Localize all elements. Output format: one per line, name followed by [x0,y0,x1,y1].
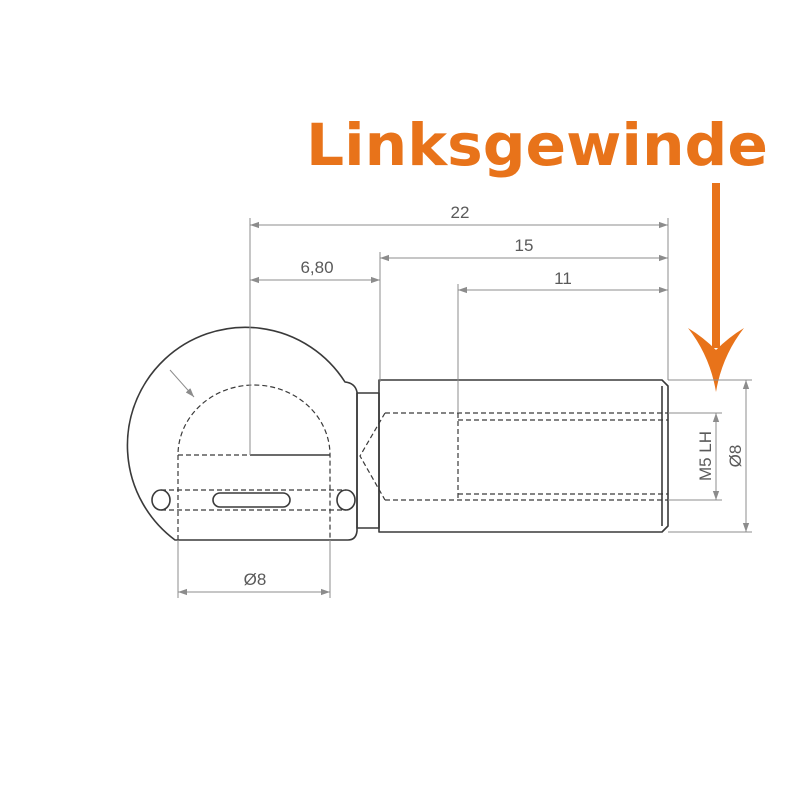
label-ball-diameter: Ø8 [244,570,267,589]
neck-ring [356,392,380,529]
label-head-offset: 6,80 [300,258,333,277]
ball-head-outline [126,326,358,541]
dimension-labels: 22 15 6,80 11 Ø8 M5 LH Ø8 [244,203,745,589]
label-thread: M5 LH [696,431,715,481]
drill-point [359,412,386,501]
label-shank-length: 15 [515,236,534,255]
shank-outline [378,379,669,533]
dimension-lines [178,221,750,596]
pointer-arrow-shaft [712,183,720,348]
slot-right-end [336,489,356,511]
label-thread-length: 11 [554,269,572,288]
slot-left-end [151,489,171,511]
title-label: Linksgewinde [306,111,768,179]
label-overall-length: 22 [451,203,470,222]
ball-cavity [177,384,331,540]
pointer-arrow [688,183,744,392]
pointer-arrow-head [688,328,744,392]
ball-socket-part [126,326,669,541]
radius-leader [169,369,195,398]
extension-lines [177,218,752,598]
slot-opening [212,492,291,508]
label-shank-diameter: Ø8 [726,445,745,468]
